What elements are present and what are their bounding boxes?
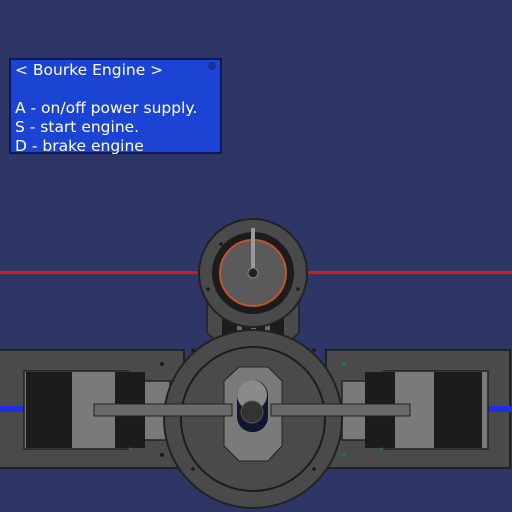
left-connecting-rod bbox=[93, 403, 233, 417]
left-bolt-top bbox=[160, 362, 164, 366]
left-bolt-bottom bbox=[160, 453, 164, 457]
flywheel-bolt-3 bbox=[219, 242, 223, 246]
crankcase-bolt-1 bbox=[191, 348, 195, 352]
crankcase-bolt-4 bbox=[312, 467, 316, 471]
control-start: S - start engine. bbox=[15, 118, 140, 136]
flywheel-spoke bbox=[251, 228, 255, 272]
flywheel-bolt-2 bbox=[296, 287, 300, 291]
flywheel-hub bbox=[247, 267, 259, 279]
controls-panel: < Bourke Engine > A - on/off power suppl… bbox=[9, 58, 222, 155]
coolant-pipe-right bbox=[482, 406, 512, 412]
right-bolt-bottom bbox=[342, 453, 346, 457]
crank-piston-head bbox=[237, 380, 267, 410]
right-cylinder-cap bbox=[434, 372, 482, 448]
control-power: A - on/off power supply. bbox=[15, 99, 198, 117]
power-wire-left bbox=[0, 271, 215, 274]
left-cylinder-cap bbox=[26, 372, 72, 448]
panel-title: < Bourke Engine > bbox=[15, 61, 164, 79]
coolant-pipe-left bbox=[0, 406, 26, 412]
right-bolt-top bbox=[342, 362, 346, 366]
control-brake: D - brake engine bbox=[15, 137, 144, 155]
power-wire-right bbox=[295, 271, 512, 274]
crankcase-bolt-2 bbox=[312, 348, 316, 352]
right-connecting-rod bbox=[270, 403, 411, 417]
flywheel-bolt-1 bbox=[206, 287, 210, 291]
crankcase-bolt-3 bbox=[191, 467, 195, 471]
crank-gear bbox=[240, 400, 264, 424]
left-bolt-mid bbox=[128, 447, 132, 451]
right-bolt-mid bbox=[380, 447, 384, 451]
panel-corner-dot bbox=[208, 62, 216, 70]
